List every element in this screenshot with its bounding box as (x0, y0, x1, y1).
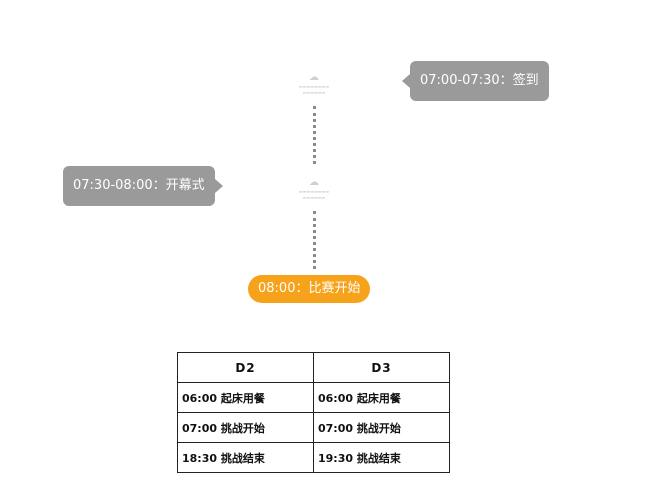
timeline-connector (313, 106, 316, 164)
table-row: 06:00 起床用餐 06:00 起床用餐 (177, 382, 450, 413)
table-row: 18:30 挑战结束 19:30 挑战结束 (177, 442, 450, 473)
image-placeholder-icon: ☁ (309, 177, 319, 188)
column-header: D2 (177, 352, 314, 383)
image-placeholder-1: ☁ ▬▬▬▬▬▬▬▬ ▬▬▬▬▬▬ (284, 72, 344, 106)
table-header-row: D2 D3 (177, 352, 450, 383)
schedule-table: D2 D3 06:00 起床用餐 06:00 起床用餐 07:00 挑战开始 0… (177, 352, 450, 473)
timeline-pill-start: 08:00：比赛开始 (248, 275, 371, 303)
column-header: D3 (313, 352, 450, 383)
table-cell: 06:00 起床用餐 (313, 382, 450, 413)
image-placeholder-icon: ☁ (309, 72, 319, 83)
image-placeholder-2: ☁ ▬▬▬▬▬▬▬▬ ▬▬▬▬▬▬ (284, 177, 344, 211)
timeline-bubble-checkin: 07:00-07:30：签到 (402, 61, 549, 101)
table-cell: 07:00 挑战开始 (313, 412, 450, 443)
table-cell: 18:30 挑战结束 (177, 442, 314, 473)
timeline-connector (313, 211, 316, 269)
placeholder-caption-line: ▬▬▬▬▬▬▬▬ (298, 189, 330, 194)
bubble-text: 07:30-08:00：开幕式 (73, 178, 205, 193)
placeholder-caption-line: ▬▬▬▬▬▬ (302, 90, 326, 95)
table-row: 07:00 挑战开始 07:00 挑战开始 (177, 412, 450, 443)
pill-text: 08:00：比赛开始 (258, 281, 361, 296)
table-cell: 19:30 挑战结束 (313, 442, 450, 473)
placeholder-caption-line: ▬▬▬▬▬▬▬▬ (298, 84, 330, 89)
table-cell: 07:00 挑战开始 (177, 412, 314, 443)
placeholder-caption-line: ▬▬▬▬▬▬ (302, 195, 326, 200)
timeline-bubble-opening: 07:30-08:00：开幕式 (63, 166, 223, 206)
table-cell: 06:00 起床用餐 (177, 382, 314, 413)
bubble-text: 07:00-07:30：签到 (420, 73, 539, 88)
